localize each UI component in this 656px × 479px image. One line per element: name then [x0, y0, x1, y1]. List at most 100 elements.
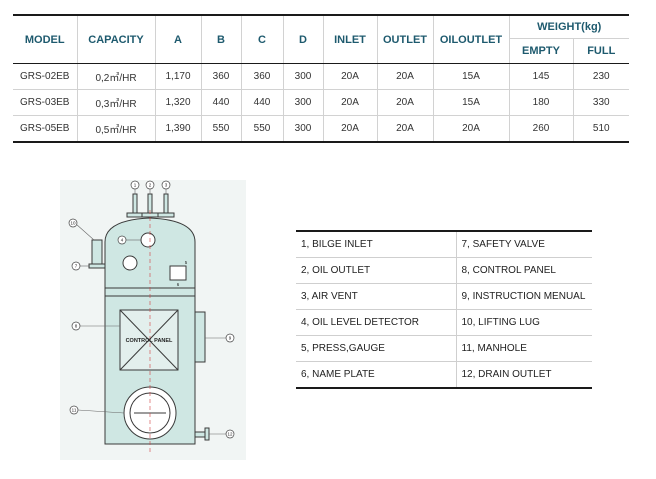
legend-row: 4, OIL LEVEL DETECTOR 10, LIFTING LUG	[296, 309, 592, 336]
cell-inlet: 20A	[323, 89, 378, 116]
cell-d: 300	[283, 115, 324, 142]
cell-empty: 145	[509, 63, 574, 90]
legend-row: 5, PRESS,GAUGE 11, MANHOLE	[296, 335, 592, 362]
callout-markers	[68, 180, 235, 439]
callout-number: 10	[70, 221, 76, 226]
callout-marker	[161, 180, 171, 190]
callout-number: 5	[185, 260, 188, 265]
header-inlet: INLET	[323, 15, 378, 64]
bilge-inlet-flange	[88, 263, 106, 269]
cell-outlet: 20A	[377, 63, 434, 90]
cell-model: GRS-02EB	[13, 63, 78, 90]
callout-number: 7	[75, 264, 78, 269]
cell-capacity: 0,2㎥/HR	[77, 63, 156, 90]
callout-marker	[225, 333, 235, 343]
header-c: C	[241, 15, 284, 64]
separator-diagram: CONTROL PANEL 1 2 3 10 4 7 8 9 11 12	[60, 180, 246, 460]
legend-item: 9, INSTRUCTION MENUAL	[456, 283, 592, 310]
cell-full: 230	[573, 63, 630, 90]
bilge-inlet-pipe	[91, 239, 103, 265]
callout-number: 11	[72, 408, 77, 413]
cell-b: 550	[201, 115, 242, 142]
cell-empty: 260	[509, 115, 574, 142]
cell-b: 360	[201, 63, 242, 90]
cell-capacity: 0,5㎥/HR	[77, 115, 156, 142]
legend-item: 3, AIR VENT	[296, 283, 457, 310]
legend-item: 11, MANHOLE	[456, 335, 592, 362]
callout-marker	[130, 180, 140, 190]
table-row: GRS-03EB 0,3㎥/HR 1,320 440 440 300 20A 2…	[13, 89, 630, 116]
cell-a: 1,170	[155, 63, 202, 90]
callout-marker	[145, 180, 155, 190]
legend-item: 5, PRESS,GAUGE	[296, 335, 457, 362]
cell-outlet: 20A	[377, 89, 434, 116]
cell-oiloutlet: 15A	[433, 89, 510, 116]
parts-legend: 1, BILGE INLET 7, SAFETY VALVE 2, OIL OU…	[296, 230, 592, 389]
callout-number: 4	[121, 238, 124, 243]
name-plate-shape	[169, 265, 187, 281]
callout-marker	[117, 235, 127, 245]
legend-item: 7, SAFETY VALVE	[456, 231, 592, 258]
header-model: MODEL	[13, 15, 78, 64]
callout-number: 1	[134, 183, 137, 188]
callout-number: 8	[75, 324, 78, 329]
legend-item: 8, CONTROL PANEL	[456, 257, 592, 284]
callout-marker	[71, 261, 81, 271]
header-full: FULL	[573, 38, 630, 64]
cell-outlet: 20A	[377, 115, 434, 142]
callout-number: 9	[229, 336, 232, 341]
cell-inlet: 20A	[323, 63, 378, 90]
header-d: D	[283, 15, 324, 64]
cell-d: 300	[283, 63, 324, 90]
legend-item: 10, LIFTING LUG	[456, 309, 592, 336]
legend-item: 6, NAME PLATE	[296, 361, 457, 388]
control-panel-label: CONTROL PANEL	[126, 338, 173, 344]
table-row: GRS-05EB 0,5㎥/HR 1,390 550 550 300 20A 2…	[13, 115, 629, 142]
cell-empty: 180	[509, 89, 574, 116]
cell-c: 440	[241, 89, 284, 116]
cell-oiloutlet: 20A	[433, 115, 510, 142]
header-b: B	[201, 15, 242, 64]
specification-table: MODEL CAPACITY A B C D INLET OUTLET OILO…	[13, 14, 630, 143]
top-flange	[126, 212, 144, 218]
cell-model: GRS-03EB	[13, 89, 78, 116]
panel-cross	[119, 309, 179, 371]
air-vent	[122, 255, 138, 271]
callout-number: 3	[165, 183, 168, 188]
callout-marker	[71, 321, 81, 331]
cell-a: 1,320	[155, 89, 202, 116]
header-capacity: CAPACITY	[77, 15, 156, 64]
callout-marker	[68, 218, 78, 228]
top-flange	[157, 212, 175, 218]
header-a: A	[155, 15, 202, 64]
cell-c: 550	[241, 115, 284, 142]
legend-item: 4, OIL LEVEL DETECTOR	[296, 309, 457, 336]
cell-model: GRS-05EB	[13, 115, 78, 142]
header-outlet: OUTLET	[377, 15, 434, 64]
header-oiloutlet: OILOUTLET	[433, 15, 510, 64]
cell-capacity: 0,3㎥/HR	[77, 89, 156, 116]
cell-inlet: 20A	[323, 115, 378, 142]
legend-row: 3, AIR VENT 9, INSTRUCTION MENUAL	[296, 283, 592, 310]
cell-full: 330	[573, 89, 630, 116]
header-empty: EMPTY	[509, 38, 574, 64]
cell-oiloutlet: 15A	[433, 63, 510, 90]
legend-item: 2, OIL OUTLET	[296, 257, 457, 284]
callout-number: 6	[177, 282, 180, 287]
cell-c: 360	[241, 63, 284, 90]
cell-b: 440	[201, 89, 242, 116]
callout-numbers: 1 2 3 10 4 7 8 9 11 12 5 6	[70, 183, 233, 437]
legend-row: 6, NAME PLATE 12, DRAIN OUTLET	[296, 361, 592, 388]
cell-d: 300	[283, 89, 324, 116]
legend-row: 1, BILGE INLET 7, SAFETY VALVE	[296, 231, 592, 258]
header-weight: WEIGHT(kg)	[537, 21, 602, 33]
callout-marker	[69, 405, 79, 415]
callout-marker	[225, 429, 235, 439]
table-row: GRS-02EB 0,2㎥/HR 1,170 360 360 300 20A 2…	[13, 63, 630, 90]
legend-item: 12, DRAIN OUTLET	[461, 369, 552, 380]
cell-full: 510	[592, 123, 610, 134]
cell-a: 1,390	[155, 115, 202, 142]
drain-flange	[204, 427, 210, 441]
legend-row: 2, OIL OUTLET 8, CONTROL PANEL	[296, 257, 592, 284]
callout-number: 12	[227, 432, 233, 437]
